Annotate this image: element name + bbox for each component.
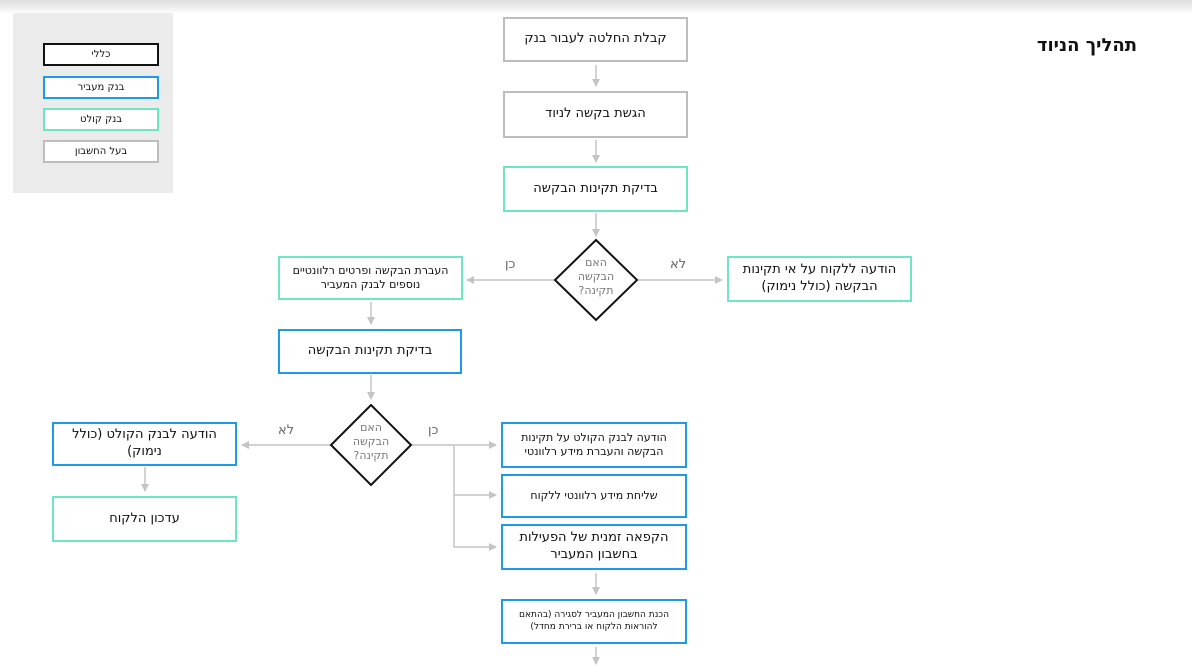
node-check-validity-receiving: בדיקת תקינות הבקשה	[503, 166, 688, 212]
edge-label-no-1: לא	[670, 257, 687, 272]
decision-diamond-2	[329, 403, 413, 487]
node-forward-request: העברת הבקשה ופרטים רלוונטיים נוספים לבנק…	[278, 256, 463, 300]
decision-diamond-1	[553, 238, 639, 322]
decision-label-1: האם הבקשה תקינה?	[577, 256, 615, 297]
node-notify-receiving-invalid: הודעה לבנק הקולט (כולל נימוק)	[52, 422, 237, 466]
page-title: תהליך הניוד	[1036, 35, 1137, 56]
node-prepare-close: הכנת החשבון המעביר לסגירה (בהתאם להוראות…	[501, 599, 687, 644]
legend-account-owner: בעל החשבון	[43, 140, 159, 163]
node-notify-customer-invalid: הודעה ללקוח על אי תקינות הבקשה (כולל נימ…	[727, 256, 912, 302]
node-submit-request: הגשת בקשה לניוד	[503, 91, 688, 138]
edge-label-yes-1: כן	[505, 257, 516, 272]
window-top-shadow	[0, 0, 1192, 14]
legend-general: כללי	[43, 43, 159, 66]
node-send-info-customer: שליחת מידע רלוונטי ללקוח	[501, 474, 687, 518]
legend-transferring-bank: בנק מעביר	[43, 76, 159, 99]
node-check-validity-transferring: בדיקת תקינות הבקשה	[278, 329, 462, 374]
node-update-customer: עדכון הלקוח	[52, 496, 237, 542]
node-freeze-activity: הקפאה זמנית של הפעילות בחשבון המעביר	[501, 524, 687, 570]
legend-receiving-bank: בנק קולט	[43, 108, 159, 131]
decision-label-2: האם הבקשה תקינה?	[352, 421, 390, 462]
edge-label-no-2: לא	[278, 423, 295, 438]
legend-panel: כללי בנק מעביר בנק קולט בעל החשבון	[13, 13, 173, 193]
edge-label-yes-2: כן	[428, 423, 439, 438]
node-decision-to-switch: קבלת החלטה לעבור בנק	[503, 17, 688, 62]
node-notify-receiving-valid: הודעה לבנק הקולט על תקינות הבקשה והעברת …	[501, 422, 687, 468]
